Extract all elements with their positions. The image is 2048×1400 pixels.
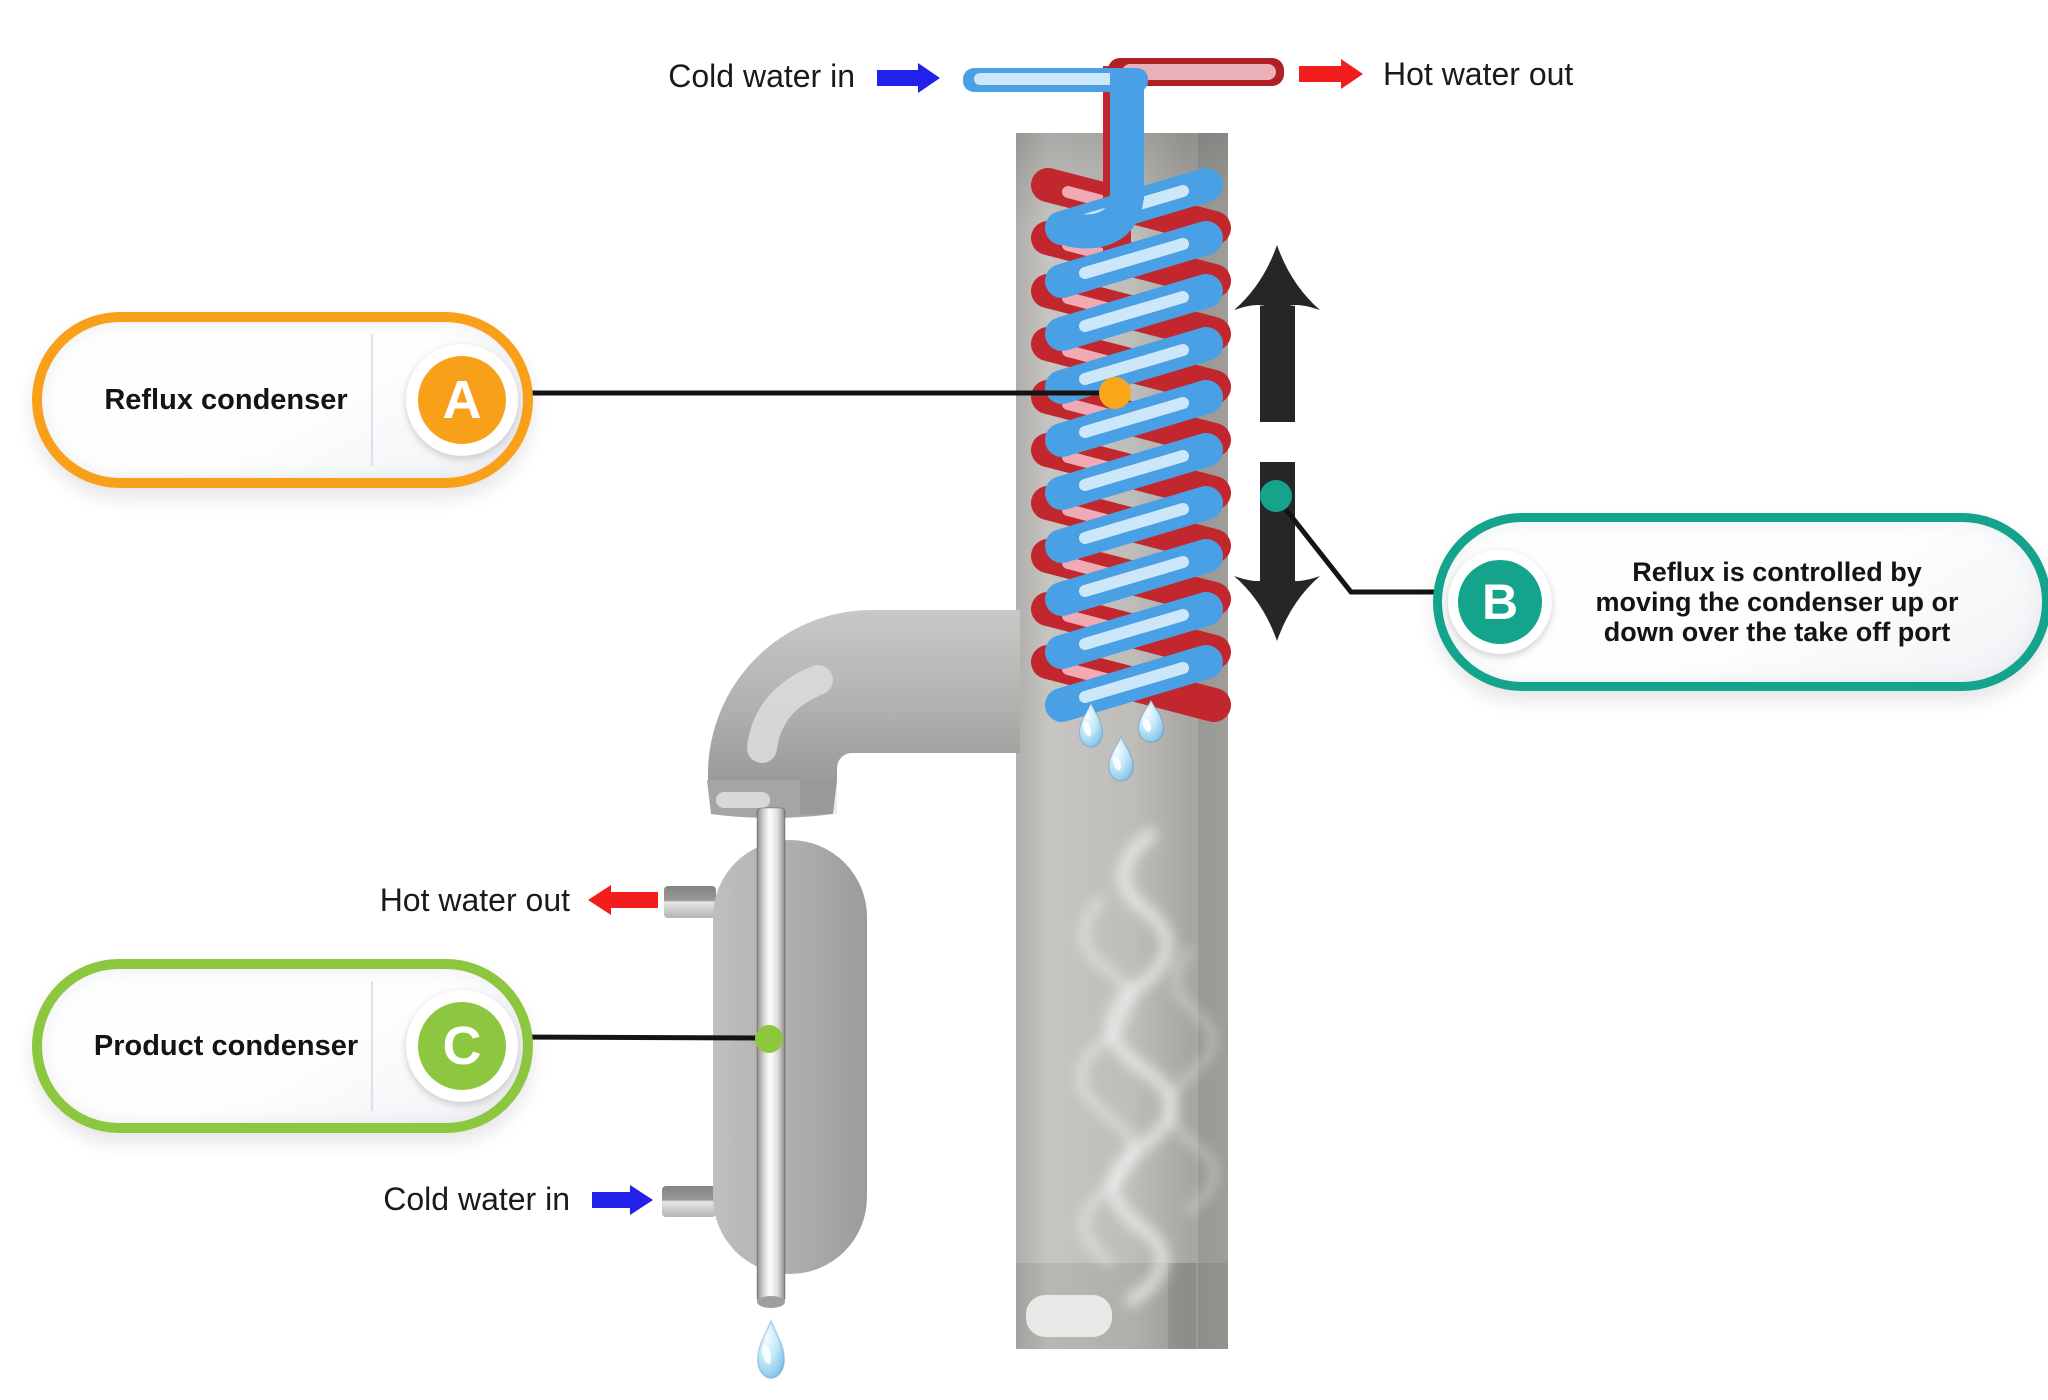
cold-water-in-arrow-icon [877, 63, 940, 93]
down-arrow-shaft [1260, 462, 1295, 582]
marker-c-dot [755, 1025, 783, 1053]
product-condenser [662, 807, 867, 1379]
marker-a-dot [1099, 377, 1131, 409]
pill-divider [370, 981, 373, 1111]
bottom-cold-water-in-arrow-icon [592, 1185, 653, 1215]
column-base-highlight [1026, 1295, 1112, 1337]
mid-hot-water-out-arrow-icon [588, 885, 658, 915]
condenser-inner-tube [756, 807, 786, 1303]
reflux-control-line-3: down over the take off port [1603, 617, 1951, 647]
reflux-condenser-label: Reflux condenser [104, 383, 348, 416]
connector-b-line [1274, 495, 1437, 595]
mid-hot-water-out-label: Hot water out [379, 882, 570, 918]
product-condenser-callout: Product condenser C [32, 959, 533, 1133]
reflux-condenser-callout: Reflux condenser A [32, 312, 533, 488]
product-droplet-icon [756, 1319, 786, 1379]
badge-a-letter: A [442, 370, 482, 430]
flange-shade [800, 780, 837, 814]
badge-b-letter: B [1481, 574, 1519, 630]
flange-highlight [716, 792, 770, 808]
badge-c-ring: C [406, 990, 518, 1102]
cold-water-in-pipe-highlight [974, 73, 1136, 85]
blue-pipe-bend [1055, 175, 1144, 249]
reflux-control-callout: B Reflux is controlled by moving the con… [1433, 513, 2048, 691]
up-arrow-shaft [1260, 306, 1295, 422]
badge-b-ring: B [1448, 550, 1552, 654]
reflux-control-line-2: moving the condenser up or [1595, 587, 1959, 617]
callout-connectors [512, 377, 1437, 1053]
cold-water-in-stub [662, 1186, 716, 1217]
column-base-strip [1168, 1263, 1196, 1349]
hot-water-out-pipe-inner [1122, 64, 1276, 80]
badge-c-circle: C [418, 1002, 506, 1090]
top-cold-water-in-label: Cold water in [668, 58, 855, 94]
condenser-jacket [713, 840, 867, 1274]
pill-divider [370, 334, 373, 466]
badge-b-circle: B [1458, 560, 1542, 644]
take-off-elbow [707, 610, 1020, 818]
flow-arrows [588, 59, 1363, 1215]
elbow-flange [707, 780, 837, 818]
badge-c-letter: C [442, 1016, 482, 1076]
connector-c-line [512, 1034, 767, 1041]
top-hot-water-out-label: Hot water out [1383, 56, 1574, 92]
reflux-control-text: Reflux is controlled by moving the conde… [1442, 522, 2042, 682]
elbow-pipe [708, 610, 1020, 781]
badge-a-circle: A [418, 356, 506, 444]
up-arrow-icon [1234, 245, 1320, 312]
hot-water-out-arrow-icon [1299, 59, 1363, 89]
reflux-motion-arrows [1234, 245, 1320, 641]
marker-b-dot [1260, 480, 1292, 512]
bottom-cold-water-in-label: Cold water in [383, 1181, 570, 1217]
elbow-highlight [747, 665, 833, 763]
badge-a-ring: A [406, 344, 518, 456]
hot-water-out-stub [664, 886, 716, 918]
tube-end-cap [757, 1296, 785, 1308]
reflux-control-line-1: Reflux is controlled by [1632, 557, 1922, 587]
steam-vapour [1076, 828, 1217, 1307]
top-water-pipes [963, 58, 1284, 249]
product-condenser-label: Product condenser [93, 1029, 359, 1062]
down-arrow-icon [1234, 574, 1320, 641]
